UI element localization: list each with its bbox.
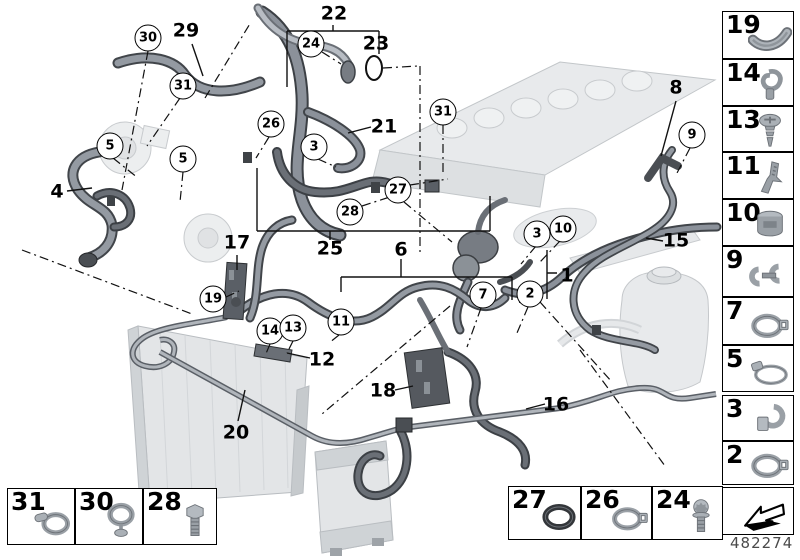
document-number: 482274 [730,534,794,552]
legend-item-13[interactable]: 13 [722,106,794,152]
callout-circled-27[interactable]: 27 [384,176,412,204]
double-pipe-clip-icon [749,263,780,287]
callout-29[interactable]: 29 [172,19,200,42]
callout-22[interactable]: 22 [320,2,348,25]
legend-number: 2 [726,440,744,469]
callout-25[interactable]: 25 [316,237,344,260]
legend-item-24[interactable]: 24 [652,486,723,540]
callout-circled-3[interactable]: 3 [300,133,328,161]
legend-number: 5 [726,344,744,373]
screw-rivet-icon [759,113,781,147]
callout-6[interactable]: 6 [394,238,408,261]
label-brackets [66,25,677,422]
callout-circled-10[interactable]: 10 [549,215,577,243]
legend-item-11[interactable]: 11 [722,152,794,199]
legend-number: 3 [726,394,744,423]
mounting-brackets [222,55,451,409]
legend-item-27[interactable]: 27 [508,486,581,540]
coolant-pipe [129,314,717,446]
legend-item-5[interactable]: 5 [722,345,794,392]
legend-item-3[interactable]: 3 [722,395,794,441]
auxiliary-radiator [314,440,394,556]
legend-item-14[interactable]: 14 [722,59,794,106]
o-ring-icon [542,504,576,530]
legend-number: 19 [726,10,761,39]
expansion-tank [557,266,710,393]
legend-item-2[interactable]: 2 [722,441,794,485]
callout-circled-7[interactable]: 7 [469,281,497,309]
clamp-plug-icon [107,502,135,537]
callout-1[interactable]: 1 [560,264,574,287]
legend-number: 24 [656,485,691,514]
direction-arrow-icon [744,503,785,531]
hose-guide-icon [748,27,792,51]
legend-item-19[interactable]: 19 [722,11,794,59]
band-clamp-icon [751,453,789,479]
legend-number: 27 [512,485,547,514]
callout-circled-2[interactable]: 2 [516,280,544,308]
hex-bolt-icon [186,504,204,536]
callout-23[interactable]: 23 [362,32,390,55]
callout-circled-11[interactable]: 11 [327,308,355,336]
callout-circled-9[interactable]: 9 [678,121,706,149]
legend-item-28[interactable]: 28 [143,488,217,545]
legend-number: 30 [79,487,114,516]
callout-4[interactable]: 4 [50,180,64,203]
legend-number: 26 [585,485,620,514]
legend-number: 13 [726,105,761,134]
legend-item-9[interactable]: 9 [722,246,794,297]
callout-circled-5[interactable]: 5 [96,132,124,160]
legend-item-30[interactable]: 30 [75,488,143,545]
legend-number: 9 [726,245,744,274]
callout-18[interactable]: 18 [369,379,397,402]
radiator [127,325,310,507]
small-clamp-icon [34,512,71,536]
spring-clip-icon [760,69,783,100]
callout-circled-19[interactable]: 19 [199,285,227,313]
callout-circled-30[interactable]: 30 [134,24,162,52]
legend-number: 10 [726,198,761,227]
callout-17[interactable]: 17 [223,231,251,254]
callout-circled-31[interactable]: 31 [429,98,457,126]
callout-circled-3[interactable]: 3 [523,220,551,248]
socket-cap-icon [757,210,783,237]
legend-item-10[interactable]: 10 [722,199,794,246]
legend-item-31[interactable]: 31 [7,488,75,545]
worm-drive-clamp-icon [751,360,788,386]
legend-item-7[interactable]: 7 [722,297,794,345]
callout-circled-14[interactable]: 14 [256,317,284,345]
legend-number: 11 [726,151,761,180]
callout-21[interactable]: 21 [370,115,398,138]
band-clamp-icon [612,507,648,531]
legend-number: 14 [726,58,761,87]
torx-bolt-icon [692,499,710,532]
legend-number: 31 [11,487,46,516]
legend-item-26[interactable]: 26 [581,486,652,540]
callout-circled-31[interactable]: 31 [169,72,197,100]
callout-20[interactable]: 20 [222,421,250,444]
callout-circled-28[interactable]: 28 [336,198,364,226]
callout-15[interactable]: 15 [662,229,690,252]
band-clamp-icon [751,313,789,339]
leader-lines [21,21,691,467]
callout-16[interactable]: 16 [542,393,570,416]
legend-number: 28 [147,487,182,516]
callout-circled-13[interactable]: 13 [279,314,307,342]
callout-circled-26[interactable]: 26 [257,110,285,138]
legend-item-view-arrow[interactable] [722,487,794,535]
bracket-clip-icon [760,161,783,194]
callout-circled-5[interactable]: 5 [169,145,197,173]
legend-number: 7 [726,296,744,325]
callout-12[interactable]: 12 [308,348,336,371]
engine-block [371,61,717,274]
callout-8[interactable]: 8 [669,76,683,99]
callout-circled-24[interactable]: 24 [297,30,325,58]
holder-clip-icon [757,403,786,431]
